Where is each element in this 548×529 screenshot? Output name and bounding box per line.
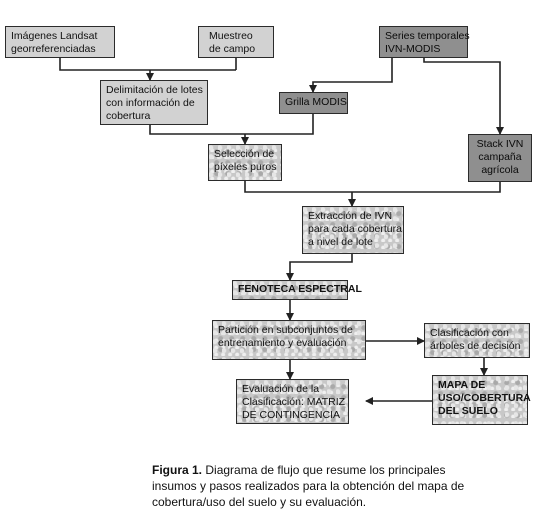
node-text: con información de (106, 97, 195, 109)
node-fenoteca-espectral: FENOTECA ESPECTRAL (232, 280, 362, 300)
node-series-temporales: Series temporales IVN-MODIS (379, 26, 470, 58)
caption-text: Diagrama de flujo que resume los princip… (152, 463, 465, 509)
node-text: Extracción de IVN (308, 210, 393, 222)
arrow-stack-to-extraccion (352, 182, 501, 193)
node-clasificacion-arboles: Clasificación con árboles de decisión (424, 323, 530, 358)
node-text: USO/COBERTURA (438, 392, 531, 404)
node-text: FENOTECA ESPECTRAL (238, 283, 362, 295)
arrow-seleccion-down (244, 181, 352, 193)
arrow-series-to-stack (423, 58, 504, 135)
arrow-grilla-down (245, 114, 314, 135)
node-text: DEL SUELO (438, 405, 498, 417)
node-text: Evaluación de la (242, 383, 320, 395)
node-text: DE CONTINGENCIA (242, 409, 341, 421)
node-text: georreferenciadas (11, 43, 96, 55)
node-text: Stack IVN (476, 138, 524, 150)
node-text: Partición en subconjuntos de (218, 324, 353, 336)
arrow-series-to-grilla (309, 58, 393, 93)
caption-label: Figura 1. (152, 463, 203, 477)
node-mapa-uso-cobertura: MAPA DE USO/COBERTURA DEL SUELO (432, 375, 531, 425)
node-text: Clasificación con (430, 327, 509, 339)
arrow-landsat-to-delimitacion (59, 58, 236, 71)
node-seleccion-pixeles: Selección de píxeles puros (208, 144, 282, 181)
node-text: Muestreo (209, 30, 253, 42)
node-particion-subconjuntos: Partición en subconjuntos de entrenamien… (212, 320, 366, 360)
node-muestreo-de-campo: Muestreo de campo (198, 26, 274, 58)
arrow-extraccion-to-fenoteca (286, 254, 353, 281)
node-text: cobertura (106, 110, 151, 122)
node-text: para cada cobertura (308, 223, 402, 235)
node-evaluacion-clasificacion: Evaluación de la Clasificación: MATRIZ D… (236, 379, 349, 424)
node-text: IVN-MODIS (385, 43, 441, 55)
arrow-delimitacion-down (149, 125, 245, 135)
node-delimitacion-de-lotes: Delimitación de lotes con información de… (100, 80, 208, 125)
node-text: Grilla MODIS (285, 96, 347, 108)
node-text: Clasificación: MATRIZ (242, 396, 346, 408)
node-text: de campo (209, 43, 256, 55)
figure-caption: Figura 1. Diagrama de flujo que resume l… (152, 462, 482, 510)
node-text: a nivel de lote (308, 236, 373, 248)
node-text: árboles de decisión (430, 340, 521, 352)
node-text: Imágenes Landsat (11, 30, 98, 42)
node-text: Selección de (214, 148, 275, 160)
node-text: agrícola (481, 164, 519, 176)
node-imagenes-landsat: Imágenes Landsat georreferenciadas (5, 26, 115, 58)
node-text: MAPA DE (438, 379, 486, 391)
node-text: campaña (478, 151, 522, 163)
node-stack-ivn: Stack IVN campaña agrícola (468, 134, 532, 182)
node-text: entrenamiento y evaluación (218, 337, 347, 349)
node-text: Series temporales (385, 30, 470, 42)
node-text: Delimitación de lotes (106, 84, 203, 96)
node-extraccion-ivn: Extracción de IVN para cada cobertura a … (302, 206, 404, 254)
node-grilla-modis: Grilla MODIS (279, 92, 348, 114)
node-text: píxeles puros (214, 161, 277, 173)
